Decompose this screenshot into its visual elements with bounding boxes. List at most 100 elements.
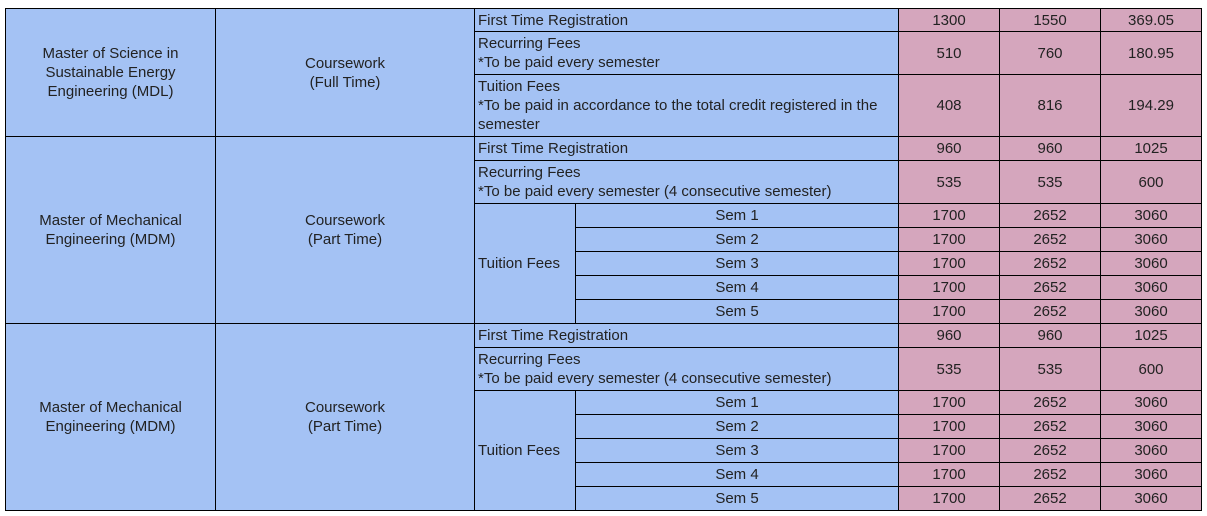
- fee-value: 2652: [999, 299, 1101, 324]
- fee-value: 2652: [999, 275, 1101, 300]
- semester-label: Sem 4: [575, 462, 899, 487]
- fee-value: 1700: [898, 203, 1000, 228]
- table-row: Tuition Fees *To be paid in accordance to…: [6, 74, 1202, 137]
- fee-value: 1025: [1100, 136, 1202, 161]
- fee-label: Tuition Fees: [478, 78, 560, 95]
- fee-value: 3060: [1100, 414, 1202, 439]
- fee-value: 600: [1100, 347, 1202, 391]
- fee-value: 194.29: [1100, 74, 1202, 137]
- fee-value: 3060: [1100, 299, 1202, 324]
- program-name: Master of Science in Sustainable Energy …: [5, 8, 216, 137]
- fee-label: Recurring Fees: [478, 351, 581, 368]
- table-row: Recurring Fees *To be paid every semester…: [6, 160, 1202, 204]
- fee-value: 3060: [1100, 486, 1202, 511]
- study-mode: Coursework (Part Time): [215, 136, 475, 324]
- fee-value: 960: [898, 323, 1000, 348]
- fee-label: Recurring Fees: [478, 35, 581, 52]
- fee-label: First Time Registration: [478, 327, 629, 344]
- table-row: Master of Mechanical Engineering (MDM)Co…: [5, 136, 1202, 324]
- study-mode: Coursework(Full Time): [215, 8, 475, 137]
- fee-note: *To be paid in accordance to the total c…: [478, 97, 878, 133]
- fee-value: 2652: [999, 438, 1101, 463]
- semester-label: Sem 5: [575, 299, 899, 324]
- fee-label: First Time Registration: [478, 11, 629, 29]
- fee-value: 369.05: [1100, 8, 1202, 32]
- fee-type: Recurring Fees *To be paid every semester…: [474, 347, 899, 391]
- semester-label: Sem 4: [575, 275, 899, 300]
- fee-table: Master of Science in Sustainable Energy …: [5, 8, 1202, 511]
- study-mode-label: Coursework: [304, 212, 386, 229]
- fee-note: *To be paid every semester: [478, 54, 660, 71]
- fee-value: 408: [898, 74, 1000, 137]
- fee-value: 1700: [898, 462, 1000, 487]
- fee-value: 535: [999, 160, 1101, 204]
- tuition-fees-label: Tuition Fees: [474, 203, 576, 324]
- study-mode-detail: (Part Time): [307, 231, 383, 248]
- fee-value: 3060: [1100, 227, 1202, 252]
- fee-value: 1025: [1100, 323, 1202, 348]
- fee-type: Tuition Fees *To be paid in accordance to…: [474, 74, 899, 137]
- program-name: Master of Mechanical Engineering (MDM): [5, 136, 216, 324]
- fee-value: 1300: [898, 8, 1000, 32]
- fee-value: 2652: [999, 486, 1101, 511]
- semester-label: Sem 1: [575, 390, 899, 415]
- fee-value: 510: [898, 31, 1000, 75]
- fee-note: *To be paid every semester (4 consecutiv…: [478, 370, 832, 387]
- tuition-fees-label: Tuition Fees: [474, 390, 576, 511]
- fee-type: First Time Registration: [474, 323, 899, 348]
- fee-value: 2652: [999, 203, 1101, 228]
- fee-value: 535: [999, 347, 1101, 391]
- fee-value: 3060: [1100, 438, 1202, 463]
- fee-value: 1700: [898, 390, 1000, 415]
- study-mode-detail: (Full Time): [309, 73, 381, 91]
- fee-type: Recurring Fees *To be paid every semester…: [474, 160, 899, 204]
- fee-value: 1700: [898, 251, 1000, 276]
- fee-value: 2652: [999, 414, 1101, 439]
- fee-type: First Time Registration: [474, 136, 899, 161]
- fee-value: 1550: [999, 8, 1101, 32]
- fee-value: 2652: [999, 462, 1101, 487]
- fee-value: 2652: [999, 251, 1101, 276]
- fee-value: 3060: [1100, 390, 1202, 415]
- semester-label: Sem 5: [575, 486, 899, 511]
- fee-type: Recurring Fees *To be paid every semester: [474, 31, 899, 75]
- program-name: Master of Mechanical Engineering (MDM): [5, 323, 216, 511]
- fee-value: 2652: [999, 390, 1101, 415]
- table-row: Recurring Fees *To be paid every semester…: [6, 31, 1202, 75]
- fee-value: 816: [999, 74, 1101, 137]
- fee-value: 180.95: [1100, 31, 1202, 75]
- fee-value: 1700: [898, 275, 1000, 300]
- semester-label: Sem 3: [575, 251, 899, 276]
- fee-value: 535: [898, 347, 1000, 391]
- study-mode-label: Coursework: [304, 399, 386, 416]
- fee-value: 1700: [898, 227, 1000, 252]
- table-row: Master of Mechanical Engineering (MDM)Co…: [5, 323, 1202, 511]
- fee-label: First Time Registration: [478, 140, 629, 157]
- fee-value: 960: [999, 323, 1101, 348]
- fee-value: 3060: [1100, 203, 1202, 228]
- fee-value: 3060: [1100, 462, 1202, 487]
- fee-label: Recurring Fees: [478, 164, 581, 181]
- study-mode: Coursework (Part Time): [215, 323, 475, 511]
- study-mode-detail: (Part Time): [307, 418, 383, 435]
- fee-note: *To be paid every semester (4 consecutiv…: [478, 183, 832, 200]
- fee-type: First Time Registration: [474, 8, 899, 32]
- fee-value: 1700: [898, 486, 1000, 511]
- fee-value: 960: [898, 136, 1000, 161]
- fee-value: 960: [999, 136, 1101, 161]
- semester-label: Sem 1: [575, 203, 899, 228]
- fee-value: 760: [999, 31, 1101, 75]
- fee-value: 1700: [898, 299, 1000, 324]
- fee-value: 535: [898, 160, 1000, 204]
- semester-label: Sem 2: [575, 414, 899, 439]
- semester-label: Sem 2: [575, 227, 899, 252]
